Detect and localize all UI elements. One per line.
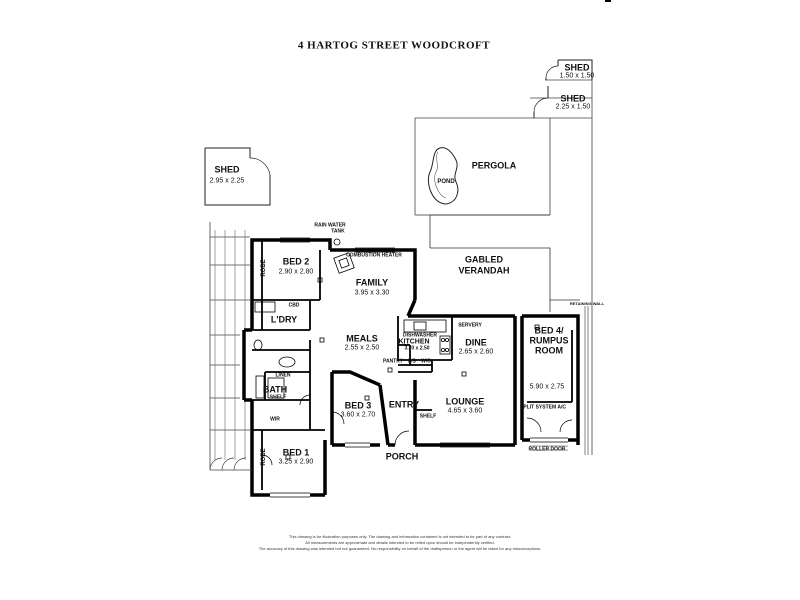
pergola-area [415, 214, 550, 248]
roller-door [530, 445, 568, 451]
fs-label: F/S [408, 358, 416, 365]
dine-dim: 2.65 x 2.60 [458, 348, 494, 356]
pond-shape [427, 147, 459, 205]
internal-walls [252, 239, 573, 490]
meals-name: MEALS [346, 333, 378, 344]
bed1-name: BED 1 [282, 447, 310, 458]
dine-name: DINE [465, 337, 487, 348]
bed2-name: BED 2 [282, 256, 310, 267]
bed4-dim: 5.90 x 2.75 [529, 383, 565, 391]
linen-label: LINEN [275, 372, 291, 379]
windows [270, 237, 568, 498]
shed1-dim: 2.95 x 2.25 [209, 177, 245, 185]
edge-mark [605, 0, 611, 2]
kitchen-name: KITCHEN [398, 338, 430, 346]
house-walls [242, 238, 580, 497]
shelf-label-entry: SHELF [419, 413, 437, 420]
laundry-label: L'DRY [270, 314, 298, 325]
vents [285, 277, 540, 460]
shed2-dim: 1.50 x 1.50 [559, 72, 595, 80]
bed4-line1: BED 4/ [534, 325, 564, 336]
robe-label-top: ROBE [261, 259, 267, 277]
robe-label-bottom: ROBE [261, 448, 267, 466]
family-name: FAMILY [355, 277, 389, 288]
gabled-label: GABLED [465, 254, 503, 265]
rain-water-tank-label-2: TANK [331, 228, 345, 235]
retaining-wall [584, 306, 589, 455]
servery-label: SERVERY [458, 322, 482, 329]
wo-label: W/O [421, 358, 431, 365]
bath-label: BATH [262, 384, 288, 395]
lounge-dim: 4.65 x 3.60 [447, 407, 483, 415]
shed-mid-right [533, 86, 549, 118]
lounge-name: LOUNGE [445, 396, 485, 407]
disclaimer-line-1: This drawing is for illustration purpose… [288, 534, 512, 539]
disclaimer-line-2: All measurements are approximate and det… [305, 540, 495, 545]
heater [333, 252, 355, 274]
split-system-label: SPLIT SYSTEM A/C [520, 404, 566, 411]
retaining-wall-label: RETAINING WALL [569, 301, 605, 306]
shed2-name: SHED [564, 62, 590, 73]
porch-label: PORCH [385, 451, 419, 462]
bed3-name: BED 3 [344, 400, 372, 411]
kitchen-bench [403, 319, 451, 355]
family-dim: 3.95 x 3.30 [354, 289, 390, 297]
bed1-dim: 3.25 x 2.90 [278, 458, 314, 466]
fixtures [253, 301, 296, 399]
meals-dim: 2.55 x 2.50 [344, 344, 380, 352]
disclaimer-line-3: The accuracy of this drawing was intende… [258, 546, 542, 551]
kitchen-dim: 3.70 x 2.50 [404, 345, 430, 352]
verandah-label: VERANDAH [458, 265, 510, 276]
roller-door-label: ROLLER DOOR [528, 446, 566, 453]
bed2-dim: 2.90 x 2.80 [278, 268, 314, 276]
plan-title: 4 HARTOG STREET WOODCROFT [297, 39, 491, 52]
shed3-dim: 2.25 x 1.50 [555, 103, 591, 111]
doors [261, 394, 573, 466]
cbd-label: CBD [288, 302, 300, 309]
paving [209, 457, 252, 471]
tank-icon [333, 238, 341, 246]
bed4-line2: RUMPUS [529, 335, 569, 346]
verandah-boundary [430, 247, 580, 312]
dishwasher-label: DISHWASHER [403, 332, 437, 339]
shed-top-right [545, 59, 593, 80]
bed3-dim: 3.60 x 2.70 [340, 411, 376, 419]
left-hatch [214, 230, 246, 460]
combustion-heater-label: COMBUSTION HEATER [346, 252, 402, 259]
shed-left [204, 147, 271, 206]
wir-label: WIR [270, 416, 280, 423]
pond-label: POND [437, 179, 455, 185]
rain-water-tank-label-1: RAIN WATER [314, 222, 346, 229]
shed3-name: SHED [560, 93, 586, 104]
pergola-label: PERGOLA [471, 160, 517, 171]
lot-boundary [209, 79, 593, 470]
pantry-label: PANTRY [383, 358, 403, 365]
bed4-line3: ROOM [535, 345, 563, 356]
entry-label: ENTRY [388, 399, 420, 410]
shelf-label-bath: SHELF [269, 394, 287, 401]
shed1-name: SHED [214, 164, 240, 175]
